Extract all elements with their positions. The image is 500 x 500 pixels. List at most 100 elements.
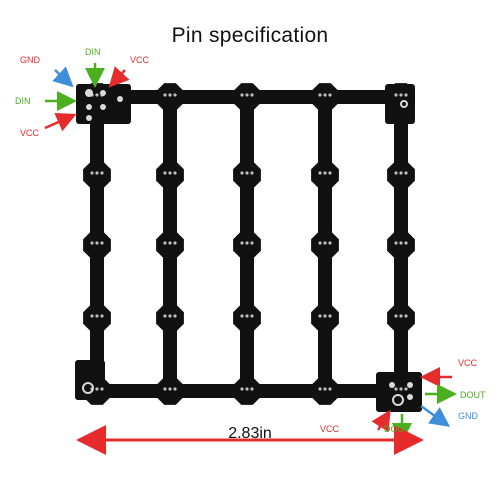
led-node	[156, 161, 184, 189]
led-pad	[240, 314, 244, 318]
led-pad	[168, 171, 172, 175]
led-node	[233, 377, 261, 405]
led-node	[233, 304, 261, 332]
led-node	[387, 231, 415, 259]
led-pad	[250, 93, 254, 97]
led-pad	[95, 171, 99, 175]
led-pad	[328, 171, 332, 175]
led-node	[387, 304, 415, 332]
led-pad	[173, 93, 177, 97]
led-pad	[404, 314, 408, 318]
led-pad	[95, 314, 99, 318]
led-node	[311, 304, 339, 332]
pin-label-vcc-bottom: VCC	[320, 424, 340, 434]
led-node	[83, 304, 111, 332]
led-pad	[168, 314, 172, 318]
led-pad	[240, 93, 244, 97]
led-pad	[95, 387, 99, 391]
pin-label-din-top: DIN	[85, 47, 101, 57]
led-pad	[240, 241, 244, 245]
pin-label-dout-bottom: DOUT	[384, 424, 410, 434]
pin-label-vcc-left: VCC	[20, 128, 40, 138]
led-pad	[95, 93, 99, 97]
led-pad	[399, 241, 403, 245]
vcc-arrow-left	[44, 112, 77, 132]
led-pad	[163, 387, 167, 391]
led-pad	[163, 314, 167, 318]
led-pad	[394, 171, 398, 175]
led-pad	[323, 387, 327, 391]
led-pad	[173, 171, 177, 175]
led-pad	[394, 387, 398, 391]
led-pad	[399, 93, 403, 97]
led-pad	[90, 314, 94, 318]
led-pad	[399, 314, 403, 318]
led-node	[387, 161, 415, 189]
led-pad	[404, 93, 408, 97]
led-node	[83, 377, 111, 405]
led-pad	[100, 171, 104, 175]
led-node	[156, 231, 184, 259]
led-pad	[250, 314, 254, 318]
led-pad	[328, 387, 332, 391]
input-connector-pads	[85, 89, 123, 121]
led-node	[156, 377, 184, 405]
pin-label-din-left: DIN	[15, 96, 31, 106]
led-pad	[323, 241, 327, 245]
led-pad	[240, 171, 244, 175]
pin-label-vcc-top: VCC	[130, 55, 150, 65]
pin-label-gnd-top: GND	[20, 55, 40, 65]
led-pad	[318, 171, 322, 175]
vcc-arrow-top	[108, 66, 130, 88]
led-pad	[404, 387, 408, 391]
led-node	[311, 377, 339, 405]
led-node	[311, 161, 339, 189]
led-pad	[250, 387, 254, 391]
led-pad	[328, 93, 332, 97]
led-pad	[318, 93, 322, 97]
led-pad	[173, 314, 177, 318]
led-pad	[328, 314, 332, 318]
gnd-arrow	[52, 66, 74, 88]
led-pad	[168, 241, 172, 245]
led-node	[233, 83, 261, 111]
pin-label-gnd-bottom: GND	[458, 411, 478, 421]
dimension-label: 2.83in	[228, 425, 272, 442]
led-pad	[173, 241, 177, 245]
led-pad	[173, 387, 177, 391]
led-pad	[323, 93, 327, 97]
led-pad	[404, 241, 408, 245]
led-pad	[95, 241, 99, 245]
led-node	[387, 83, 415, 111]
led-pad	[245, 314, 249, 318]
led-pad	[245, 171, 249, 175]
led-pad	[399, 387, 403, 391]
led-node	[83, 161, 111, 189]
led-node	[156, 83, 184, 111]
led-node	[311, 231, 339, 259]
pin-label-vcc-right: VCC	[458, 358, 478, 368]
led-pad	[163, 241, 167, 245]
led-pad	[245, 93, 249, 97]
led-pad	[90, 171, 94, 175]
led-pad	[100, 241, 104, 245]
led-pad	[323, 314, 327, 318]
led-pad	[394, 93, 398, 97]
led-node	[311, 83, 339, 111]
led-node	[387, 377, 415, 405]
led-pad	[318, 314, 322, 318]
led-pad	[240, 387, 244, 391]
led-node	[156, 304, 184, 332]
led-pad	[100, 314, 104, 318]
output-connector-pads	[389, 382, 413, 406]
led-pad	[318, 241, 322, 245]
pin-label-dout-right: DOUT	[460, 390, 486, 400]
led-pad	[399, 171, 403, 175]
led-pad	[90, 241, 94, 245]
led-pad	[394, 241, 398, 245]
led-pad	[404, 171, 408, 175]
led-pad	[328, 241, 332, 245]
page-title: Pin specification	[171, 24, 329, 47]
led-pad	[394, 314, 398, 318]
